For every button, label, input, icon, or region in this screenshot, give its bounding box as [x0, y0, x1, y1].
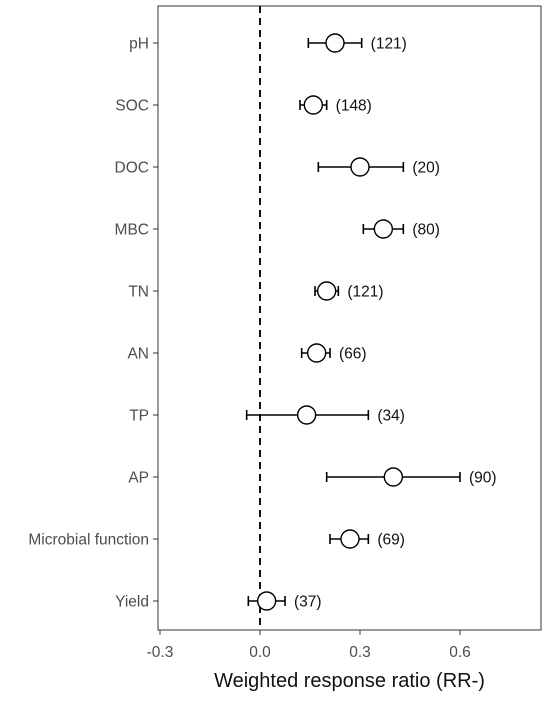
sample-size-label: (90) — [469, 470, 497, 487]
panel-border — [157, 5, 542, 631]
category-label: SOC — [115, 98, 149, 115]
category-label: TN — [128, 284, 149, 301]
sample-size-label: (37) — [294, 594, 322, 611]
category-label: pH — [129, 36, 149, 53]
estimate-marker — [350, 157, 370, 177]
x-tick-label: -0.3 — [147, 644, 174, 661]
estimate-marker — [373, 219, 394, 239]
x-tick-label: 0.3 — [349, 644, 371, 661]
category-label: TP — [129, 408, 149, 425]
estimate-marker — [383, 467, 404, 487]
category-label: AP — [128, 470, 149, 487]
estimate-marker — [256, 591, 277, 611]
estimate-marker — [303, 95, 324, 115]
estimate-marker — [306, 343, 327, 363]
estimate-marker — [325, 33, 345, 53]
x-axis-title: Weighted response ratio (RR-) — [214, 670, 485, 692]
sample-size-label: (34) — [377, 408, 405, 425]
estimate-marker — [340, 529, 360, 549]
sample-size-label: (80) — [412, 222, 440, 239]
x-tick-label: 0.6 — [449, 644, 471, 661]
sample-size-label: (148) — [336, 98, 372, 115]
x-tick-label: 0.0 — [249, 644, 271, 661]
estimate-marker — [316, 281, 337, 301]
category-label: Microbial function — [28, 532, 149, 549]
category-label: AN — [127, 346, 149, 363]
category-label: DOC — [115, 160, 149, 177]
sample-size-label: (66) — [339, 346, 367, 363]
sample-size-label: (20) — [412, 160, 440, 177]
estimate-marker — [296, 405, 317, 425]
sample-size-label: (69) — [377, 532, 405, 549]
category-label: Yield — [115, 594, 149, 611]
sample-size-label: (121) — [347, 284, 383, 301]
category-label: MBC — [115, 222, 149, 239]
sample-size-label: (121) — [371, 36, 407, 53]
